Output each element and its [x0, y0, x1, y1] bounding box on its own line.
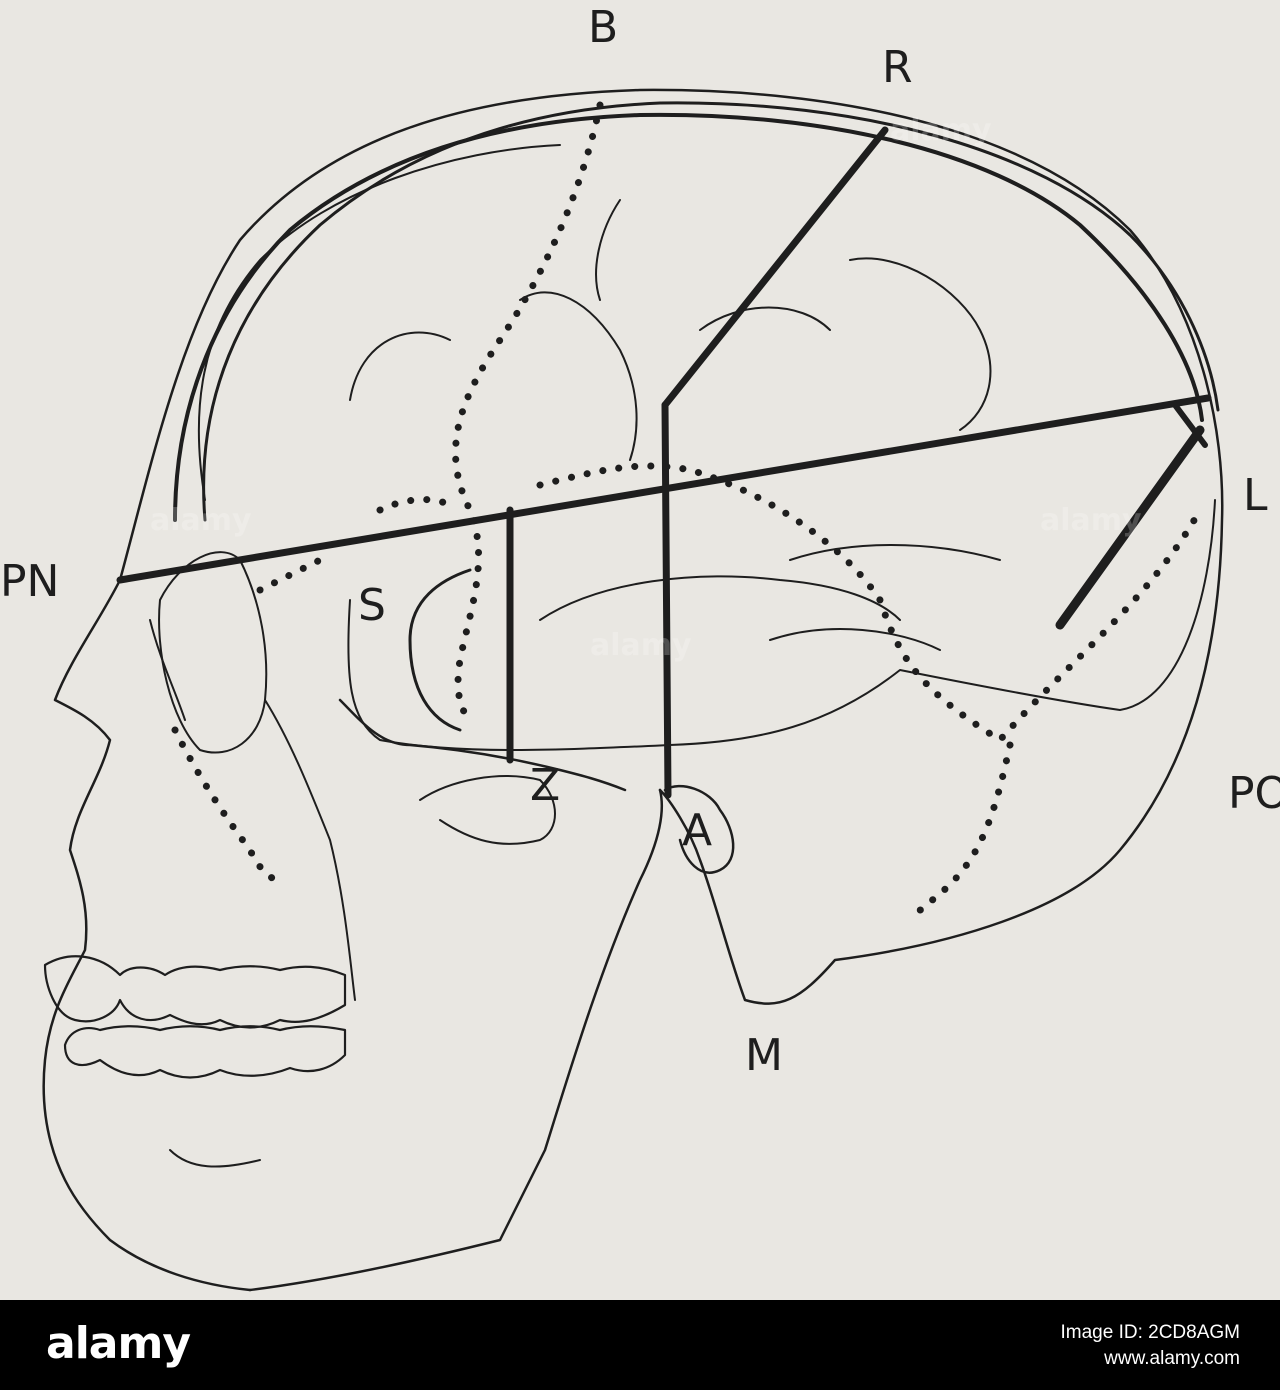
cranial-inner-outline	[173, 112, 1204, 522]
cheek-outline	[264, 699, 356, 1001]
label-m: M	[745, 1030, 783, 1081]
label-s: S	[358, 580, 386, 631]
brain-sulcus-1	[349, 331, 451, 401]
cranial-outer-line	[202, 101, 1220, 522]
label-z: Z	[530, 760, 560, 811]
label-b: B	[588, 2, 618, 53]
label-pn: PN	[0, 556, 59, 607]
mastoid-process	[663, 784, 735, 874]
site-link[interactable]: www.alamy.com	[1104, 1348, 1240, 1369]
nasal-outline	[149, 619, 186, 721]
diagram-plate: B R PN S L Z PO A M alamy alamy alamy al…	[0, 2, 1280, 1292]
brain-sulcus-4	[849, 257, 992, 431]
line-l-short	[1172, 402, 1208, 448]
skull-outline	[118, 88, 1224, 1005]
squamosal-suture-dotted	[536, 462, 1204, 744]
orbit-outline	[158, 551, 268, 754]
brain-sulcus-7	[789, 544, 1001, 561]
condyle-outline	[419, 775, 556, 845]
face-profile	[42, 578, 252, 1292]
brain-temporal-lower	[347, 499, 1216, 751]
zygomatic-arch	[338, 698, 627, 792]
brain-frontal-outline	[197, 144, 561, 501]
label-l: L	[1243, 470, 1268, 521]
brain-sulcus-8	[769, 628, 941, 651]
occipital-suture-dotted	[911, 741, 1014, 919]
watermark: alamy	[590, 628, 692, 663]
zygomatic-suture-dotted	[171, 726, 284, 884]
line-l-diagonal	[1055, 425, 1205, 630]
line-a-vertical	[661, 401, 672, 799]
watermark: alamy	[150, 503, 252, 538]
upper-teeth	[43, 955, 347, 1029]
brand-logo: alamy	[46, 1318, 191, 1369]
watermark: alamy	[1040, 503, 1142, 538]
mandible-ridge	[169, 1149, 261, 1168]
brain-sulcus-2	[595, 199, 621, 301]
coronal-suture-dotted	[452, 101, 604, 724]
watermark: alamy	[890, 113, 992, 148]
label-a: A	[682, 805, 712, 856]
label-po: PO	[1228, 768, 1280, 819]
orbit-suture-dotted	[256, 556, 324, 594]
brain-sulcus-5	[699, 306, 831, 331]
sphenoid-curve	[408, 568, 472, 732]
brain-sulcus-3	[519, 291, 638, 461]
stock-footer-bar: alamy Image ID: 2CD8AGM www.alamy.com	[0, 1300, 1280, 1390]
mandible-outline	[248, 788, 664, 1292]
sphenoid-suture-dotted	[376, 496, 454, 514]
brain-sulcus-6	[539, 575, 901, 621]
skull-diagram: B R PN S L Z PO A M alamy alamy alamy al…	[0, 2, 1280, 1292]
label-r: R	[882, 42, 913, 93]
image-meta: Image ID: 2CD8AGM www.alamy.com	[1061, 1320, 1241, 1372]
image-id: Image ID: 2CD8AGM	[1060, 1322, 1241, 1343]
line-r-vertex	[661, 126, 889, 409]
lower-teeth	[63, 1025, 347, 1079]
